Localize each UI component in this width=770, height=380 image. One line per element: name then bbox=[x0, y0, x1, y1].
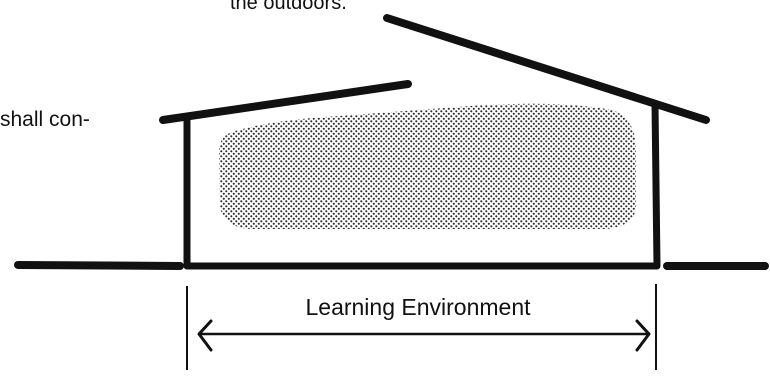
caption-fragment-left: shall con- bbox=[0, 108, 90, 131]
building-outline bbox=[183, 100, 661, 270]
caption-fragment-top: the outdoors. bbox=[230, 0, 347, 14]
low-roof bbox=[159, 80, 412, 124]
learning-environment-label: Learning Environment bbox=[305, 294, 531, 320]
dimension-arrowhead-left bbox=[197, 319, 213, 352]
high-roof bbox=[383, 14, 710, 124]
interior-stipple bbox=[219, 103, 636, 229]
dimension-arrowhead-right bbox=[635, 319, 651, 352]
ground-line-left bbox=[14, 261, 184, 270]
